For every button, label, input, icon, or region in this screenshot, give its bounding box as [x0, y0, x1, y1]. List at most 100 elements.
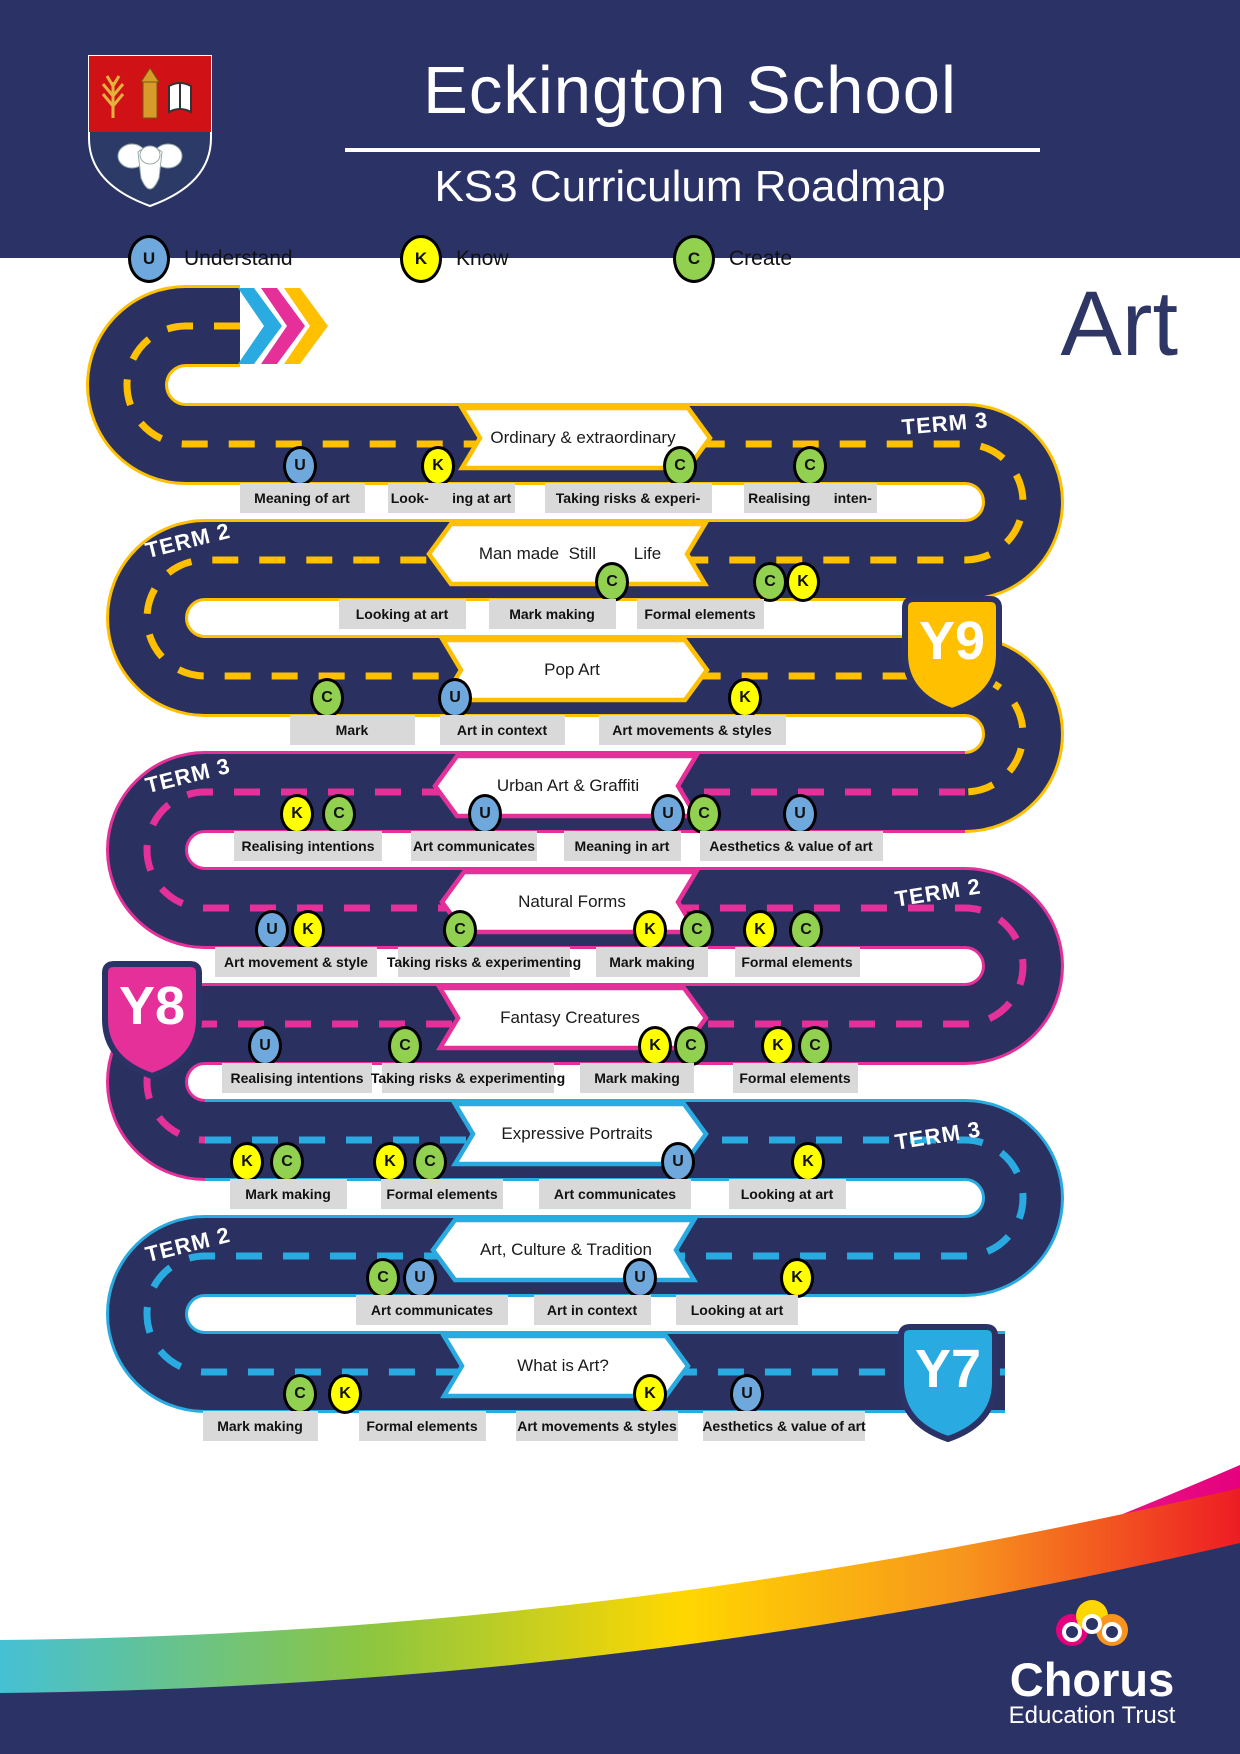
skill-label: Look- ing at art: [387, 483, 515, 513]
skill-circle-U: U: [623, 1258, 657, 1298]
skill-label: Mark making: [202, 1411, 318, 1441]
skill-circle-C: C: [270, 1142, 304, 1182]
skill-label: Mark making: [580, 1063, 694, 1093]
skill-label: Art communicates: [539, 1179, 691, 1209]
header-subtitle: KS3 Curriculum Roadmap: [434, 162, 946, 211]
skill-label: Looking at art: [728, 1179, 846, 1209]
chorus-brand-name: Chorus: [1009, 1653, 1175, 1706]
skill-circle-C: C: [663, 446, 697, 486]
footer-swoosh: [0, 1465, 1240, 1754]
skill-label: Art in context: [439, 715, 565, 745]
skill-label: Aesthetics & value of art: [702, 1411, 866, 1441]
skill-circle-K: K: [638, 1026, 672, 1066]
skill-label: Aesthetics & value of art: [699, 831, 883, 861]
skill-label: Art movements & styles: [516, 1411, 678, 1441]
legend-item-create: C Create: [673, 235, 793, 283]
skill-circle-U: U: [255, 910, 289, 950]
skill-circle-C: C: [680, 910, 714, 950]
skill-label: Formal elements: [358, 1411, 486, 1441]
skill-circle-C: C: [413, 1142, 447, 1182]
skill-circle-C: C: [388, 1026, 422, 1066]
skill-circle-U: U: [438, 678, 472, 718]
skill-label: Mark: [289, 715, 415, 745]
legend-label: Understand: [184, 247, 293, 270]
skill-label: Art in context: [533, 1295, 651, 1325]
legend-label: Create: [729, 247, 793, 270]
skill-circle-K: K: [230, 1142, 264, 1182]
road-dashes-y9: [123, 322, 1027, 796]
skill-circle-C: C: [283, 1374, 317, 1414]
skill-circle-K: K: [780, 1258, 814, 1298]
chevron-pink-icon: [261, 288, 305, 364]
school-crest-icon: [88, 55, 212, 208]
skill-circle-C: C: [753, 562, 787, 602]
year-badge-y7: Y7: [898, 1324, 998, 1443]
year-badge-y9: Y9: [902, 596, 1002, 715]
skill-label: Mark making: [488, 599, 616, 629]
year-badge-shield: [898, 1324, 998, 1443]
skill-circle-C: C: [310, 678, 344, 718]
skill-circle-K: K: [761, 1026, 795, 1066]
year-badge-shield: [902, 596, 1002, 715]
legend-item-understand: U Understand: [128, 235, 293, 283]
skill-label: Art communicates: [356, 1295, 508, 1325]
skill-circle-C: C: [595, 562, 629, 602]
skill-circle-U: U: [283, 446, 317, 486]
skill-circle-K: K: [373, 1142, 407, 1182]
chevron-gold-icon: [284, 288, 328, 364]
skill-circle-U: U: [730, 1374, 764, 1414]
skill-circle-C: C: [798, 1026, 832, 1066]
year-badge-label: Y7: [914, 1339, 982, 1399]
skill-label: Meaning in art: [563, 831, 681, 861]
skill-label: Looking at art: [338, 599, 466, 629]
skill-label: Art movements & styles: [598, 715, 786, 745]
skill-circle-K: K: [633, 1374, 667, 1414]
skill-label: Taking risks & experimenting: [371, 1063, 565, 1093]
skill-circle-U: U: [468, 794, 502, 834]
skill-circle-U: U: [783, 794, 817, 834]
legend-label: Know: [456, 247, 509, 270]
subject-title: Art: [1060, 273, 1178, 375]
skill-label: Mark making: [229, 1179, 347, 1209]
rainbow-swoosh: [0, 1488, 1240, 1696]
skill-circle-U: U: [403, 1258, 437, 1298]
skill-label: Realising inten-: [743, 483, 877, 513]
skill-label: Formal elements: [734, 947, 860, 977]
skill-circle-K: K: [421, 446, 455, 486]
skill-circle-K: K: [633, 910, 667, 950]
chorus-logo-icon: [1056, 1600, 1128, 1646]
year-badge-y8: Y8: [102, 961, 202, 1080]
skill-label: Meaning of art: [239, 483, 365, 513]
skill-circle-U: U: [661, 1142, 695, 1182]
road-dashes-y8: [143, 788, 1027, 1144]
skill-label: Taking risks & experi-: [544, 483, 712, 513]
skill-circle-C: C: [789, 910, 823, 950]
legend-circle-C: C: [673, 235, 715, 283]
skill-label: Looking at art: [676, 1295, 798, 1325]
skill-circle-U: U: [248, 1026, 282, 1066]
skill-circle-C: C: [322, 794, 356, 834]
year-badge-label: Y8: [118, 976, 186, 1036]
chevron-blue-icon: [238, 288, 282, 364]
skill-label: Formal elements: [732, 1063, 858, 1093]
skill-circle-K: K: [280, 794, 314, 834]
skill-circle-K: K: [728, 678, 762, 718]
skill-label: Realising intentions: [234, 831, 382, 861]
header-banner: Eckington School KS3 Curriculum Roadmap: [0, 0, 1240, 258]
skill-circle-U: U: [651, 794, 685, 834]
skill-circle-C: C: [443, 910, 477, 950]
footer-navy-corner: [0, 1543, 1240, 1754]
skill-label: Taking risks & experimenting: [387, 947, 581, 977]
skill-label: Art communicates: [411, 831, 537, 861]
road-start-arrow-icon: [238, 288, 328, 364]
skill-label: Art movement & style: [215, 947, 377, 977]
year-badge-shield: [102, 961, 202, 1080]
skill-circle-K: K: [328, 1374, 362, 1414]
skill-label: Formal elements: [636, 599, 764, 629]
skill-circle-K: K: [743, 910, 777, 950]
legend-circle-U: U: [128, 235, 170, 283]
skill-circle-C: C: [366, 1258, 400, 1298]
year-badge-label: Y9: [918, 611, 986, 671]
skill-circle-C: C: [793, 446, 827, 486]
